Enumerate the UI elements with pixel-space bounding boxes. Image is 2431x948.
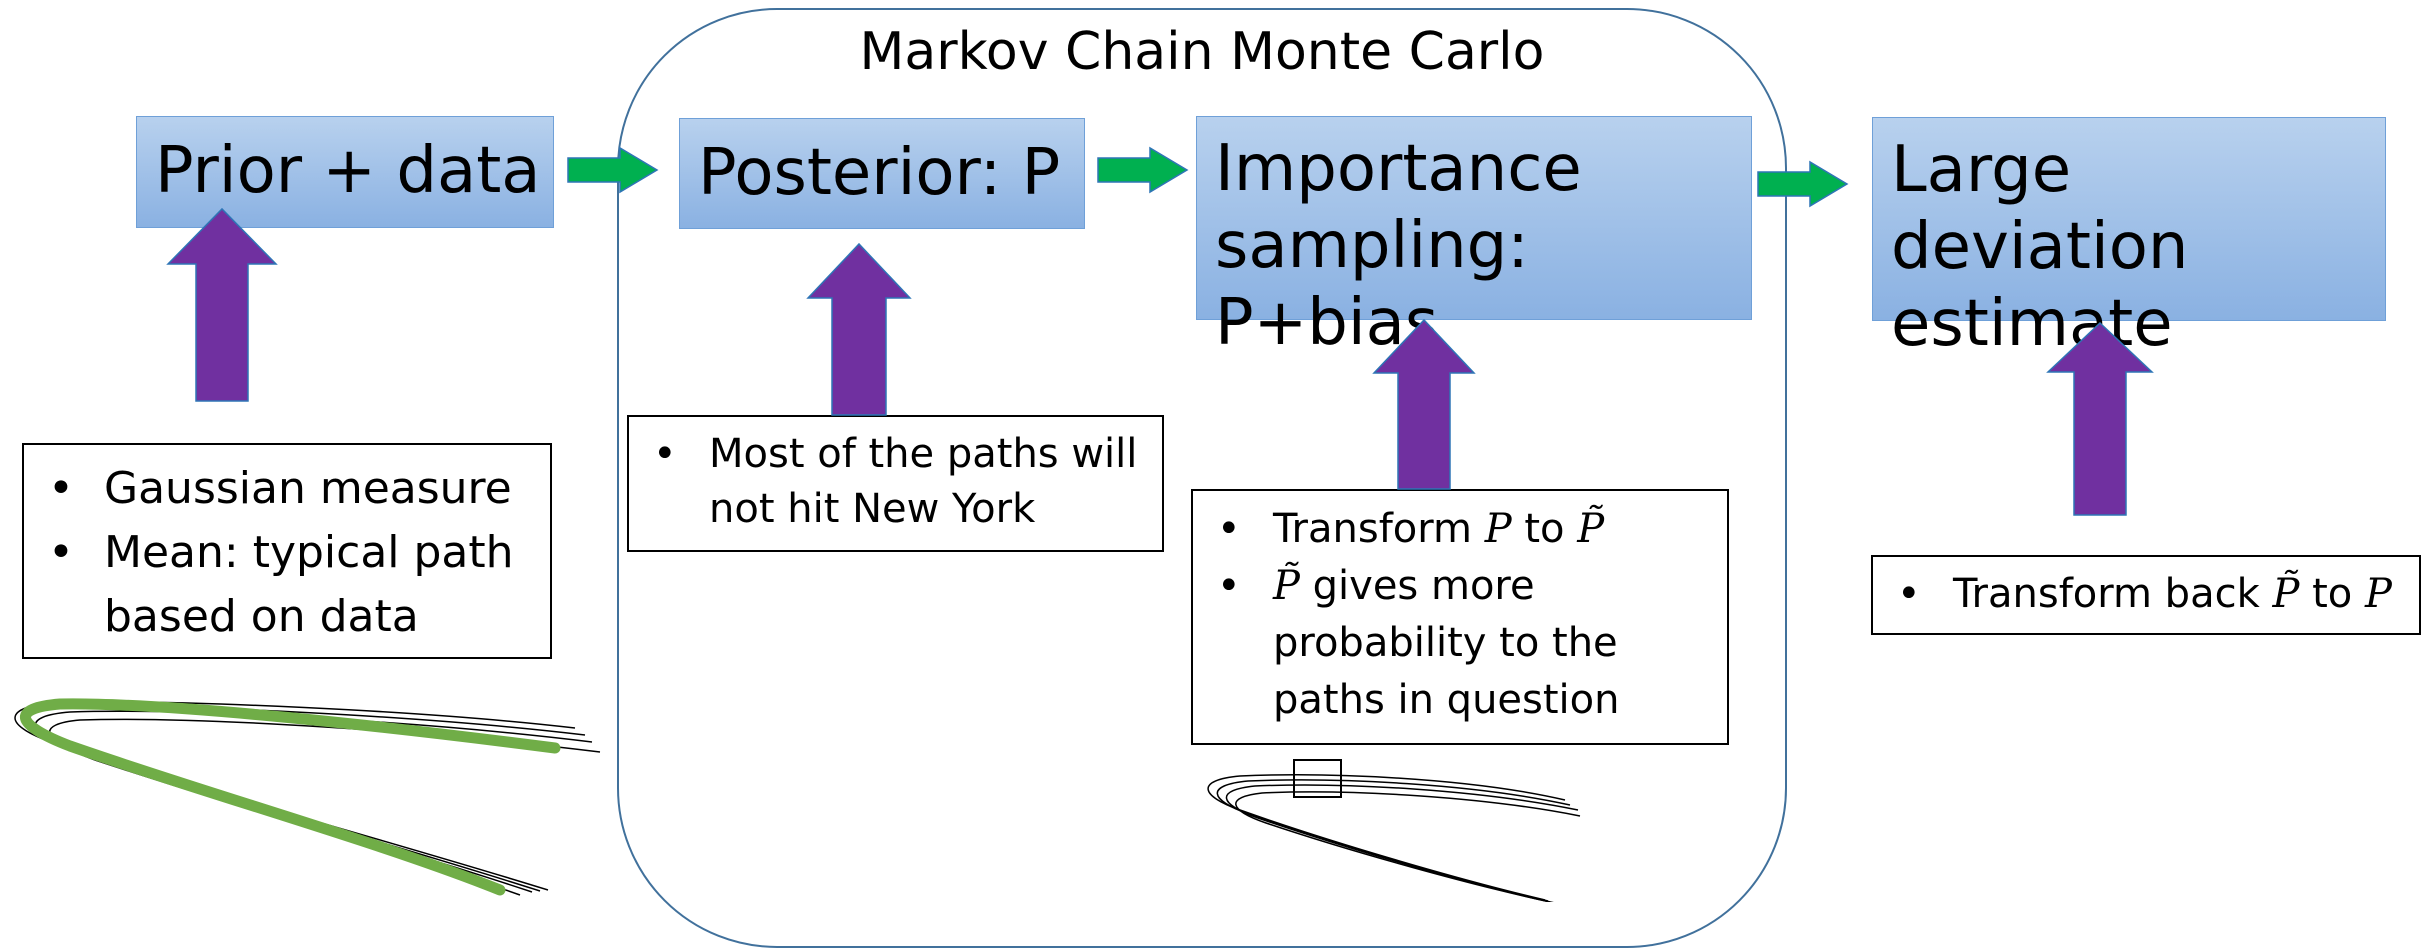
stage-prior-label: Prior + data	[155, 134, 541, 208]
path-bundle-right	[1207, 774, 1581, 902]
math-p-2: P	[2364, 571, 2392, 617]
note-transform-item-1: Transform P to P̃	[1193, 501, 1727, 558]
note-back-prefix: Transform back	[1953, 571, 2260, 617]
note-gaussian-item-1: Gaussian measure	[24, 457, 550, 521]
purple-arrow-back-to-large	[2046, 321, 2154, 516]
note-transform-to: to	[1524, 506, 1565, 552]
green-arrow-posterior-to-importance	[1097, 146, 1189, 194]
note-paths-list: Most of the paths will not hit New York	[629, 427, 1162, 537]
green-arrow-prior-to-posterior	[567, 146, 659, 194]
stage-prior-data: Prior + data	[136, 116, 554, 228]
note-paths-item-1: Most of the paths will not hit New York	[629, 427, 1162, 537]
note-gaussian-item-2: Mean: typical path based on data	[24, 521, 550, 649]
math-p-tilde: P̃	[1577, 506, 1605, 552]
note-transform-list: Transform P to P̃ P̃ gives more probabil…	[1193, 501, 1727, 729]
note-transform-back-item: Transform back P̃ to P	[1873, 566, 2419, 623]
math-p-tilde-3: P̃	[2272, 571, 2300, 617]
stage-importance-line1: Importance	[1215, 132, 1582, 206]
note-transform: Transform P to P̃ P̃ gives more probabil…	[1191, 489, 1729, 745]
note-gaussian-list: Gaussian measure Mean: typical path base…	[24, 457, 550, 649]
stage-large-deviation: Large deviation estimate	[1872, 117, 2386, 361]
note-back-to: to	[2312, 571, 2353, 617]
note-transform-item-2: P̃ gives more probability to the paths i…	[1193, 558, 1727, 729]
typical-path-highlight	[20, 698, 561, 896]
note-transform-prefix: Transform	[1273, 506, 1472, 552]
stage-large-line1: Large deviation	[1891, 133, 2189, 284]
purple-arrow-transform-to-importance	[1372, 318, 1476, 490]
path-bundle-left	[14, 700, 601, 896]
mcmc-title: Markov Chain Monte Carlo	[859, 22, 1545, 82]
purple-arrow-paths-to-posterior	[806, 242, 912, 416]
stage-posterior: Posterior: P	[679, 118, 1085, 229]
stage-importance-sampling: Importance sampling: P+bias	[1196, 116, 1752, 360]
note-transform-back: Transform back P̃ to P	[1871, 555, 2421, 635]
diagram: Markov Chain Monte Carlo Prior + data Po…	[0, 0, 2431, 902]
note-gaussian: Gaussian measure Mean: typical path base…	[22, 443, 552, 659]
note-transform-rest: gives more probability to the paths in q…	[1273, 563, 1620, 723]
target-region-box	[1293, 759, 1342, 798]
note-transform-back-list: Transform back P̃ to P	[1873, 566, 2419, 623]
green-arrow-importance-to-large	[1757, 160, 1849, 208]
math-p-tilde-2: P̃	[1273, 563, 1300, 609]
diagram-graphics	[14, 146, 2154, 902]
stage-posterior-label: Posterior: P	[698, 136, 1061, 210]
purple-arrow-gaussian-to-prior	[166, 207, 278, 402]
note-paths: Most of the paths will not hit New York	[627, 415, 1164, 552]
math-p: P	[1484, 506, 1512, 552]
